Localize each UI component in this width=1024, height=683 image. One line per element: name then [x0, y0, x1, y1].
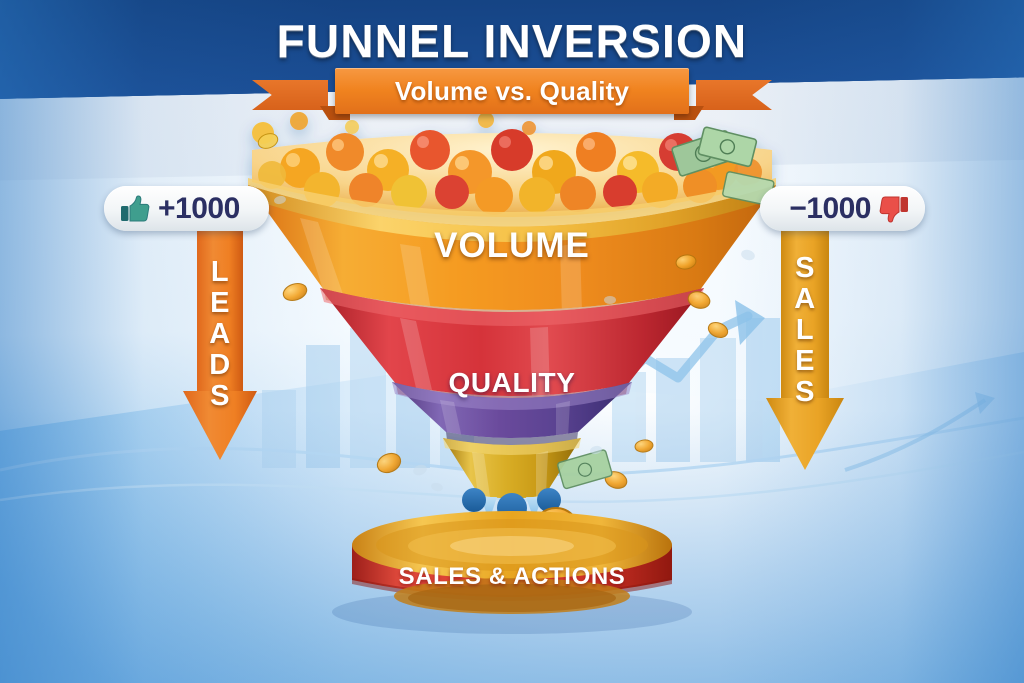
sales-badge[interactable]: −1000	[760, 186, 925, 231]
leads-badge[interactable]: +1000	[104, 186, 269, 231]
sales-arrow-head	[766, 398, 844, 470]
thumbs-up-icon	[121, 194, 150, 221]
page-subtitle: Volume vs. Quality	[394, 75, 630, 106]
ribbon-tail-right	[696, 80, 772, 110]
page-title: FUNNEL INVERSION	[276, 15, 748, 67]
sales-badge-value: −1000	[789, 191, 871, 225]
funnel-label-volume: VOLUME	[434, 226, 590, 265]
sales-letter: L	[795, 314, 815, 346]
ribbon-body: Volume vs. Quality	[335, 68, 689, 114]
funnel-label-quality: QUALITY	[448, 367, 576, 398]
thumbs-down-icon	[879, 196, 908, 223]
sales-letter: A	[794, 283, 816, 315]
ribbon-tail-left	[252, 80, 328, 110]
leads-badge-value: +1000	[158, 191, 240, 225]
subtitle-ribbon: Volume vs. Quality	[0, 66, 1024, 120]
base-label: SALES & ACTIONS	[398, 563, 626, 590]
leads-letter: A	[209, 318, 231, 350]
leads-letter: E	[210, 287, 230, 319]
